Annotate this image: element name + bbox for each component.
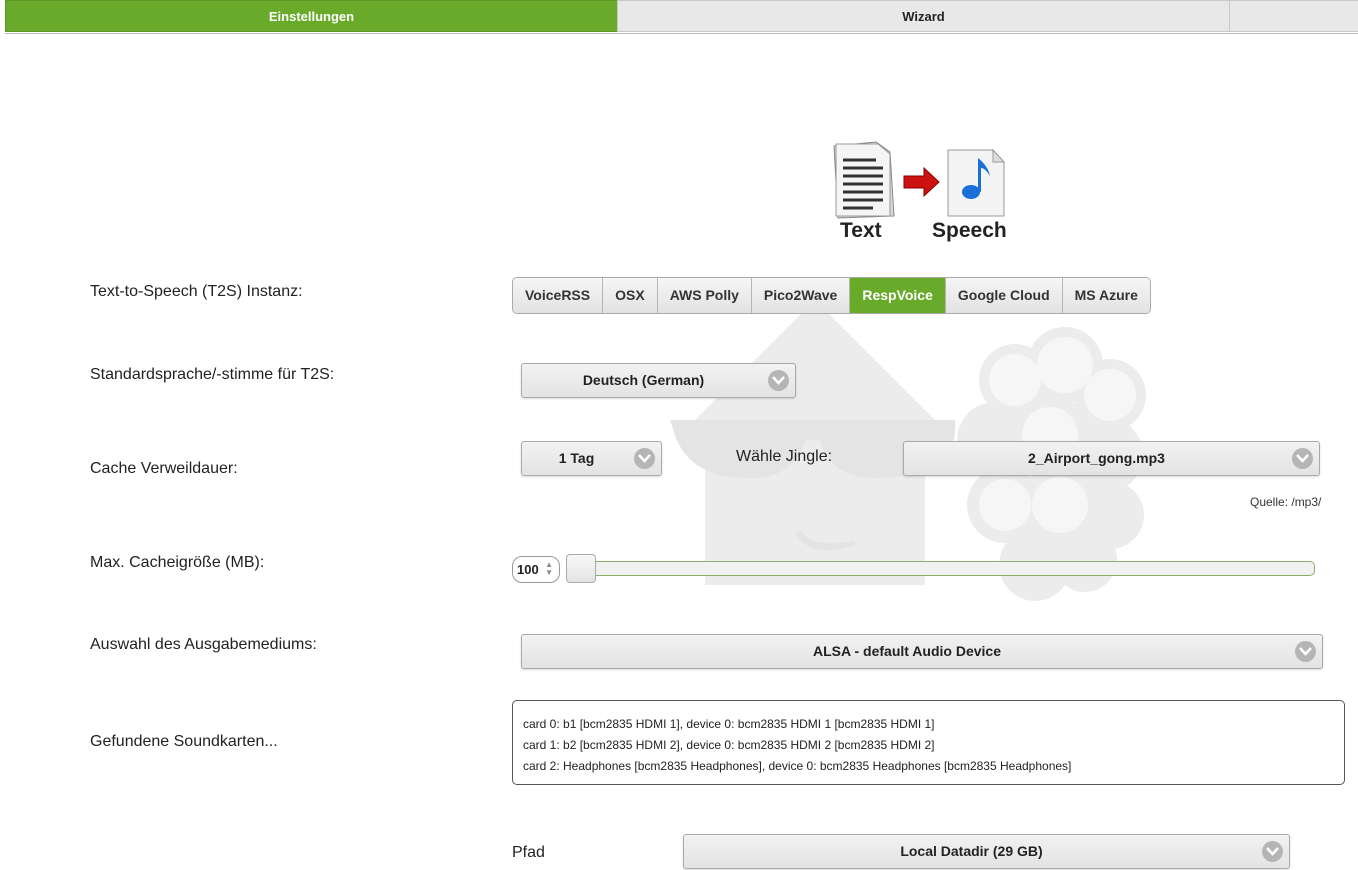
- document-to-music-icon: [833, 141, 1006, 219]
- t2s-option-voicerss[interactable]: VoiceRSS: [513, 278, 604, 313]
- language-select-value: Deutsch (German): [582, 372, 705, 388]
- output-medium-value: ALSA - default Audio Device: [813, 643, 1001, 659]
- soundcard-line: card 0: b1 [bcm2835 HDMI 1], device 0: b…: [523, 717, 935, 731]
- t2s-option-google-cloud[interactable]: Google Cloud: [945, 278, 1063, 313]
- chevron-down-icon: [634, 448, 655, 469]
- spinner-icon[interactable]: ▲▼: [545, 560, 553, 577]
- t2s-option-respvoice[interactable]: RespVoice: [850, 278, 946, 313]
- logo-speech-word: Speech: [932, 219, 1007, 242]
- cache-duration-value: 1 Tag: [558, 450, 595, 466]
- text-to-speech-logo: Text Speech: [828, 138, 1023, 248]
- cache-size-input[interactable]: 100 ▲▼: [512, 556, 560, 583]
- cache-size-slider-handle[interactable]: [566, 554, 596, 583]
- tab-einstellungen[interactable]: Einstellungen: [5, 0, 618, 32]
- chevron-down-icon: [1292, 448, 1313, 469]
- jingle-select[interactable]: 2_Airport_gong.mp3: [903, 441, 1320, 476]
- logo-text-word: Text: [840, 219, 882, 242]
- language-select[interactable]: Deutsch (German): [521, 363, 796, 398]
- output-medium-select[interactable]: ALSA - default Audio Device: [521, 634, 1323, 669]
- cache-size-slider-track[interactable]: [570, 561, 1315, 576]
- cache-duration-label: Cache Verweildauer:: [90, 460, 238, 477]
- t2s-option-aws-polly[interactable]: AWS Polly: [657, 278, 752, 313]
- jingle-select-value: 2_Airport_gong.mp3: [1028, 450, 1165, 466]
- path-select[interactable]: Local Datadir (29 GB): [683, 834, 1290, 869]
- chevron-down-icon: [768, 370, 789, 391]
- cache-duration-select[interactable]: 1 Tag: [521, 441, 662, 476]
- soundcard-line: card 1: b2 [bcm2835 HDMI 2], device 0: b…: [523, 738, 935, 752]
- chevron-down-icon: [1295, 641, 1316, 662]
- jingle-label: Wähle Jingle:: [736, 448, 833, 465]
- soundcards-label: Gefundene Soundkarten...: [90, 733, 278, 750]
- language-label: Standardsprache/-stimme für T2S:: [90, 366, 335, 383]
- path-select-value: Local Datadir (29 GB): [900, 843, 1043, 859]
- chevron-down-icon: [1262, 841, 1283, 862]
- t2s-instance-selector: VoiceRSS OSX AWS Polly Pico2Wave RespVoi…: [512, 277, 1151, 314]
- tab-extra[interactable]: [1229, 0, 1358, 32]
- cache-size-value: 100: [517, 562, 539, 577]
- tab-wizard[interactable]: Wizard: [617, 0, 1230, 32]
- jingle-source: Quelle: /mp3/: [1250, 495, 1322, 509]
- soundcard-line: card 2: Headphones [bcm2835 Headphones],…: [523, 759, 1072, 773]
- t2s-option-ms-azure[interactable]: MS Azure: [1062, 278, 1150, 313]
- top-tab-bar: Einstellungen Wizard: [5, 0, 1358, 34]
- output-medium-label: Auswahl des Ausgabemediums:: [90, 636, 317, 653]
- t2s-option-osx[interactable]: OSX: [603, 278, 658, 313]
- soundcards-list: card 0: b1 [bcm2835 HDMI 1], device 0: b…: [512, 700, 1345, 785]
- t2s-option-pico2wave[interactable]: Pico2Wave: [751, 278, 851, 313]
- t2s-instance-label: Text-to-Speech (T2S) Instanz:: [90, 283, 303, 300]
- cache-size-label: Max. Cacheigröße (MB):: [90, 554, 265, 571]
- path-label: Pfad: [512, 844, 545, 861]
